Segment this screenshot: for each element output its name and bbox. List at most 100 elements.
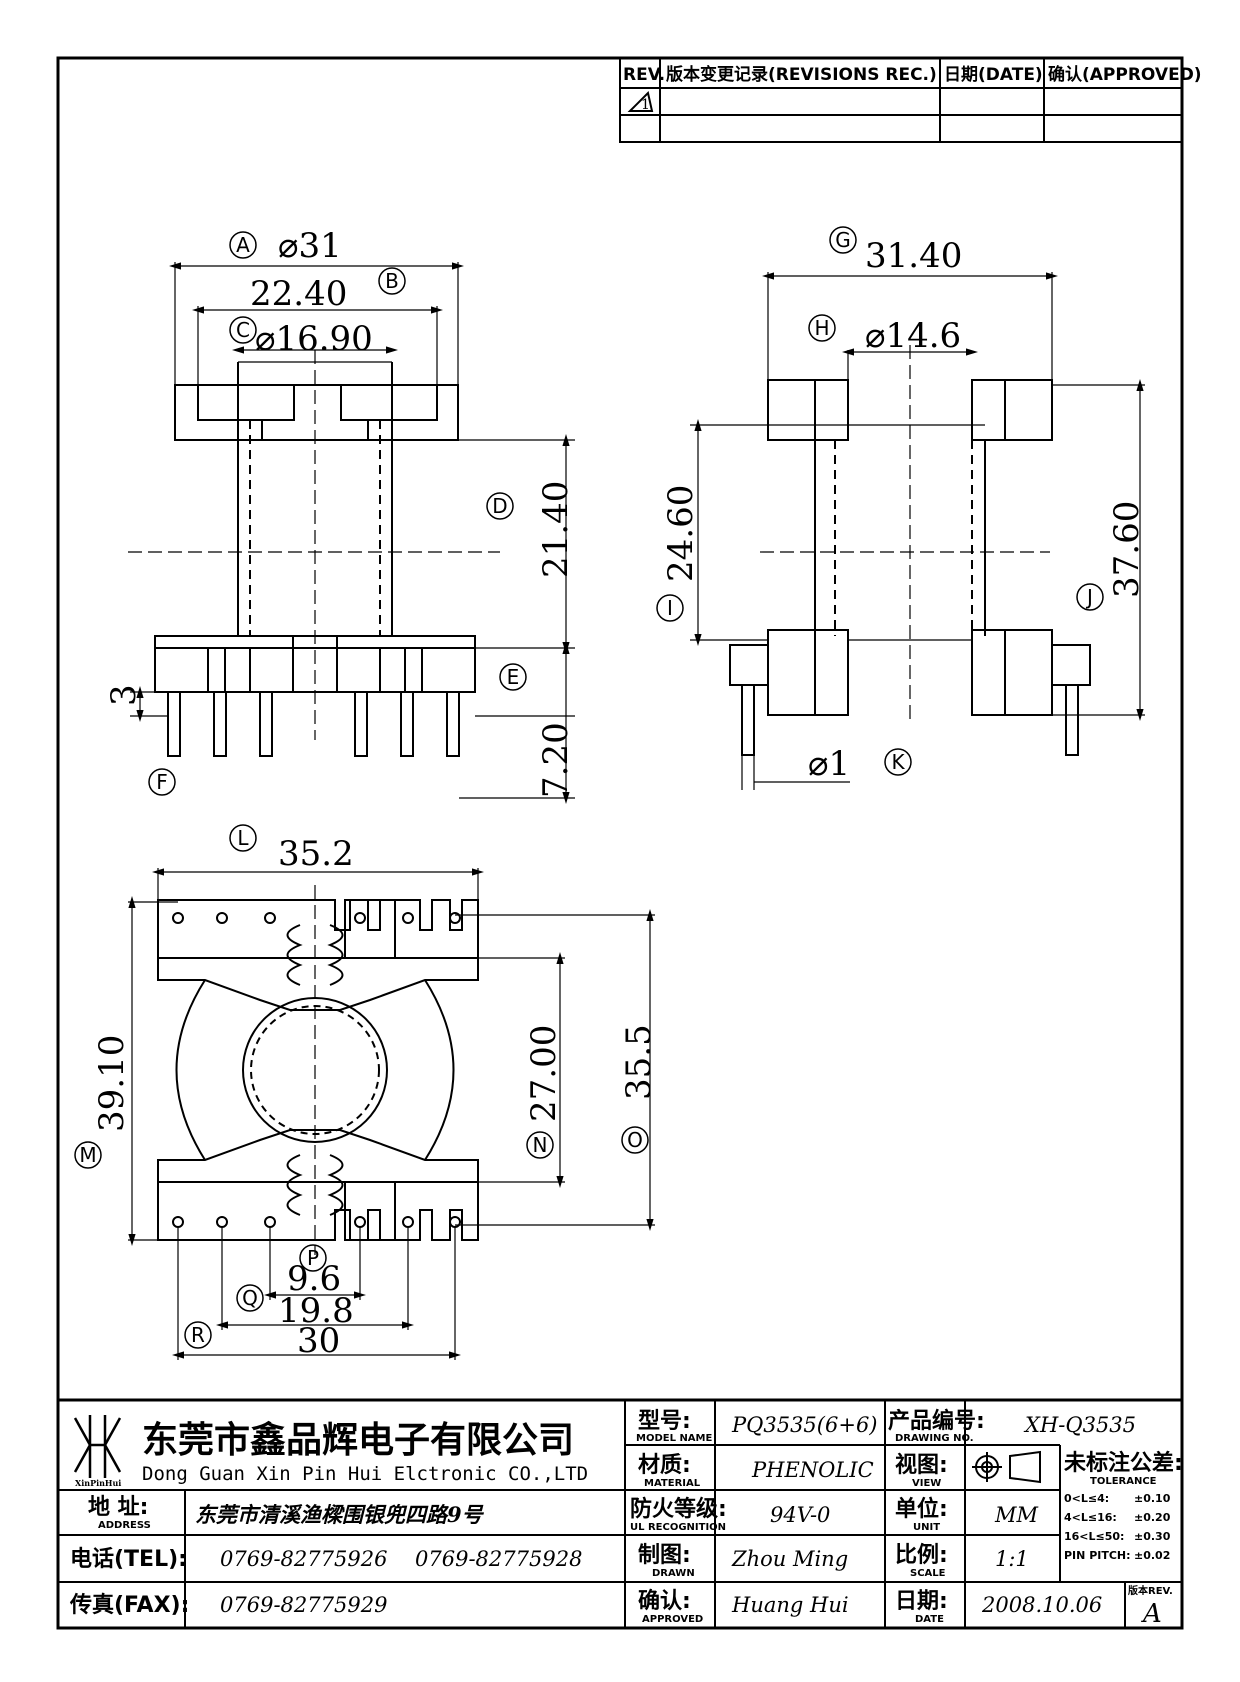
svg-text:J: J [1085,585,1093,609]
third-angle-projection-icon [972,1450,1041,1484]
dimension-bubble-p: P [299,1244,327,1272]
dimension-value-k: ⌀1 [808,744,850,784]
svg-text:P: P [307,1246,319,1270]
svg-text:L: L [237,826,249,850]
svg-text:R: R [191,1323,205,1347]
address-sublabel: ADDRESS [98,1520,151,1531]
view-sublabel: VIEW [912,1478,941,1489]
dimension-bubble-i: I [656,594,684,622]
dimension-bubble-l: L [229,824,257,852]
dimension-value-r: 30 [297,1321,340,1361]
drawing-no-value: XH-Q3535 [1023,1413,1136,1437]
approved-value: Huang Hui [731,1593,849,1617]
drawn-label: 制图: [638,1543,691,1568]
svg-text:F: F [156,770,168,794]
title-block-grid [58,1398,1182,1628]
dimension-value-p: 9.6 [287,1259,341,1299]
flame-value: 94V-0 [770,1503,830,1527]
dimension-bubble-r: R [184,1321,212,1349]
svg-text:1: 1 [641,97,650,113]
dimension-bubble-a: A [229,231,257,259]
svg-text:H: H [814,316,829,340]
dimension-value-l: 35.2 [278,834,354,874]
dimension-value-o: 35.5 [619,1024,659,1100]
tel-value-2: 0769-82775928 [415,1547,582,1571]
flame-label: 防火等级: [630,1496,727,1522]
approved-sublabel: APPROVED [642,1614,703,1625]
dimension-bubble-d: D [486,492,514,520]
version-value: A [1141,1599,1162,1629]
tolerance-value: ±0.02 [1134,1549,1170,1562]
bottom-view-dimension-lines [128,868,655,1360]
dimension-bubble-f: F [148,768,176,796]
company-name-en: Dong Guan Xin Pin Hui Elctronic CO.,LTD [142,1463,588,1485]
address-label: 地 址: [88,1495,148,1520]
drawing-no-sublabel: DRAWING NO. [895,1433,974,1444]
dimension-bubble-c: C [229,316,257,344]
svg-text:D: D [492,494,507,518]
svg-text:I: I [667,596,673,620]
material-value: PHENOLIC [751,1458,874,1482]
unit-value: MM [994,1503,1039,1527]
dimension-bubble-o: O [621,1126,649,1154]
company-name-cn: 东莞市鑫品辉电子有限公司 [142,1420,574,1461]
date-value: 2008.10.06 [981,1593,1102,1617]
scale-label: 比例: [895,1543,948,1568]
flame-sublabel: UL RECOGNITION [630,1522,726,1533]
dimension-bubble-h: H [808,314,836,342]
model-sublabel: MODEL NAME [636,1433,712,1444]
svg-text:G: G [835,228,851,252]
dimension-bubble-k: K [884,748,912,776]
scale-sublabel: SCALE [910,1568,946,1579]
date-sublabel: DATE [915,1614,944,1625]
dimension-bubble-m: M [74,1141,102,1169]
sheet-border [56,56,1184,1630]
tolerance-value: ±0.20 [1134,1511,1171,1524]
tolerance-value: ±0.30 [1134,1530,1171,1543]
material-sublabel: MATERIAL [644,1478,701,1489]
tolerance-table: 0<L≤4:±0.104<L≤16:±0.2016<L≤50:±0.30PIN … [1064,1492,1171,1562]
dimension-value-c: ⌀16.90 [255,319,373,359]
address-value: 东莞市清溪渔樑围银兜四路9号 [195,1502,485,1527]
svg-text:K: K [891,750,905,774]
svg-text:Q: Q [242,1286,258,1310]
fax-value: 0769-82775929 [220,1593,387,1617]
dimension-value-h: ⌀14.6 [865,316,961,356]
svg-text:N: N [533,1133,548,1157]
dimension-value-d: 21.40 [536,481,576,578]
tolerance-range: 16<L≤50: [1064,1530,1124,1543]
model-label: 型号: [638,1409,691,1434]
dimension-bubble-g: G [829,226,857,254]
dimension-value-b: 22.40 [250,274,347,314]
bottom-view [157,885,479,1255]
version-label: 版本REV. [1128,1584,1173,1597]
svg-text:M: M [79,1143,96,1167]
date-label: 日期: [895,1589,948,1614]
tel-label: 电话(TEL): [70,1547,187,1572]
dimension-value-e: 3 [104,684,144,706]
tolerance-label: 未标注公差: [1064,1450,1183,1476]
dimension-bubble-q: Q [236,1284,264,1312]
svg-text:C: C [236,318,250,342]
dimension-bubble-e: E [499,663,527,691]
model-value: PQ3535(6+6) [731,1413,878,1437]
dimension-value-e2: 7.20 [536,722,576,798]
dimension-bubble-n: N [526,1131,554,1159]
dimension-bubble-j: J [1076,583,1104,611]
unit-sublabel: UNIT [913,1522,940,1533]
svg-text:A: A [236,233,250,257]
tolerance-range: 4<L≤16: [1064,1511,1117,1524]
svg-text:E: E [507,665,520,689]
rev-header: REV. [623,65,665,85]
dimension-value-g: 31.40 [865,236,962,276]
revision-table [619,57,1183,143]
drawing-no-label: 产品编号: [888,1408,985,1434]
rev-triangle-icon: 1 [627,91,654,113]
dimension-value-i: 24.60 [661,485,701,582]
approved-header: 确认(APPROVED) [1048,64,1202,85]
view-label: 视图: [895,1452,948,1478]
tolerance-range: 0<L≤4: [1064,1492,1109,1505]
front-view-dimension-lines [136,262,570,804]
tolerance-value: ±0.10 [1134,1492,1171,1505]
